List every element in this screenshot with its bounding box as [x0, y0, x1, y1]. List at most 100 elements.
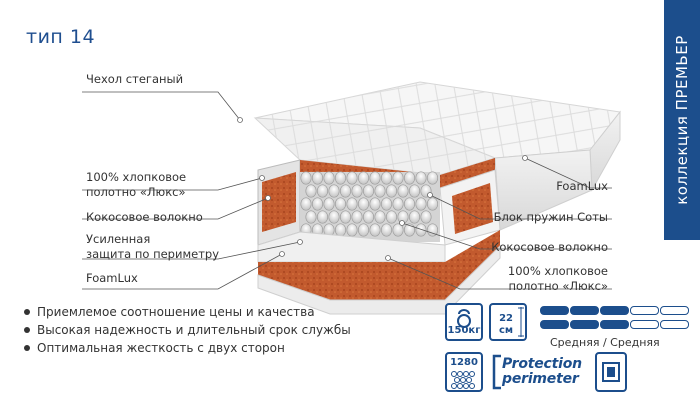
- spring-coil: [380, 197, 392, 211]
- list-item: Приемлемое соотношение цены и качества: [24, 303, 351, 321]
- spring-coil: [316, 184, 328, 198]
- label-foamlux-right: FoamLux: [556, 179, 608, 193]
- spring-coil: [403, 223, 415, 237]
- spring-coil: [369, 197, 381, 211]
- spring-coil: [339, 210, 351, 224]
- spring-coil: [328, 210, 340, 224]
- spring-coil: [339, 184, 351, 198]
- stiffness-cell: [600, 320, 629, 329]
- spring-coil: [369, 171, 381, 185]
- double-sided-mattress-icon: [602, 362, 620, 382]
- label-perimeter-protection: Усиленная защита по периметру: [86, 232, 220, 261]
- leader-dots: [237, 117, 528, 261]
- spring-coil: [408, 210, 420, 224]
- spring-coil: [311, 171, 323, 185]
- spring-coil: [323, 197, 335, 211]
- stiffness-cell: [570, 320, 599, 329]
- spring-block: [300, 171, 438, 237]
- list-item: Оптимальная жесткость с двух сторон: [24, 339, 351, 357]
- spring-coil: [351, 184, 363, 198]
- leader-lines: [82, 91, 612, 290]
- spring-coil: [426, 171, 438, 185]
- label-cotton-top: 100% хлопковое полотно «Люкс»: [86, 170, 187, 199]
- ruler-icon: [518, 307, 524, 337]
- spring-coil: [300, 171, 312, 185]
- spring-coil: [316, 210, 328, 224]
- label-cotton-bottom: 100% хлопковое полотно «Люкс»: [507, 264, 608, 293]
- spring-coil: [357, 171, 369, 185]
- spring-coil: [426, 197, 438, 211]
- spring-coil: [380, 171, 392, 185]
- height-value: 22 см: [499, 313, 514, 336]
- perimeter-bracket-icon: [492, 354, 501, 390]
- spring-coil: [420, 210, 432, 224]
- protection-line-2: perimeter: [502, 371, 579, 387]
- spring-coil: [426, 223, 438, 237]
- collection-band: коллекция ПРЕМЬЕР: [664, 0, 700, 240]
- stiffness-cell: [540, 320, 569, 329]
- stiffness-cell: [540, 306, 569, 315]
- spring-coil: [346, 223, 358, 237]
- stiffness-cell: [570, 306, 599, 315]
- cover-bottom: [257, 244, 501, 315]
- spring-coil: [374, 184, 386, 198]
- spring-coil: [415, 171, 427, 185]
- spring-coil: [334, 223, 346, 237]
- page-title: тип 14: [26, 26, 96, 48]
- spring-coil: [362, 210, 374, 224]
- springs-grid-icon: [451, 371, 475, 389]
- label-foamlux-left: FoamLux: [86, 271, 138, 285]
- stiffness-cell: [630, 306, 659, 315]
- spring-coil: [357, 223, 369, 237]
- spring-coil: [369, 223, 381, 237]
- spring-count-value: 1280: [450, 357, 478, 368]
- spring-coil: [346, 171, 358, 185]
- stiffness-cell: [600, 306, 629, 315]
- stiffness-cell: [660, 306, 689, 315]
- spring-coil: [300, 197, 312, 211]
- spring-coil: [403, 171, 415, 185]
- spring-coil: [415, 223, 427, 237]
- spring-coil: [415, 197, 427, 211]
- spring-coil: [392, 223, 404, 237]
- spring-coil: [392, 171, 404, 185]
- spring-count-icon: 1280: [445, 352, 483, 392]
- weight-icon: 150кг: [445, 303, 483, 341]
- spring-coil: [374, 210, 386, 224]
- coconut-bottom: [258, 230, 500, 300]
- spring-coil: [385, 210, 397, 224]
- label-coconut-left: Кокосовое волокно: [86, 210, 203, 224]
- spring-coil: [403, 197, 415, 211]
- stiffness-cell: [630, 320, 659, 329]
- spring-coil: [305, 210, 317, 224]
- height-ruler-icon: 22 см: [489, 303, 527, 341]
- stiffness-label: Средняя / Средняя: [550, 336, 660, 349]
- list-item: Высокая надежность и длительный срок слу…: [24, 321, 351, 339]
- spring-coil: [397, 184, 409, 198]
- spring-coil: [408, 184, 420, 198]
- label-spring-block: Блок пружин Соты: [493, 210, 608, 224]
- spring-coil: [351, 210, 363, 224]
- label-quilted-cover: Чехол стеганый: [86, 72, 184, 86]
- feature-list: Приемлемое соотношение цены и качества В…: [24, 303, 351, 357]
- kettlebell-icon: [457, 309, 471, 328]
- spring-coil: [305, 184, 317, 198]
- cover-top: [253, 81, 621, 176]
- spring-coil: [334, 197, 346, 211]
- protection-perimeter-label: Protection perimeter: [502, 357, 582, 387]
- stiffness-cell: [660, 320, 689, 329]
- double-sided-icon: [595, 352, 627, 392]
- protection-perimeter-icon: [491, 352, 584, 392]
- max-weight-value: 150кг: [447, 325, 481, 336]
- spring-coil: [380, 223, 392, 237]
- spring-coil: [346, 197, 358, 211]
- spring-coil: [357, 197, 369, 211]
- spring-coil: [392, 197, 404, 211]
- protection-line-1: Protection: [502, 356, 582, 372]
- spring-coil: [362, 184, 374, 198]
- spring-coil: [385, 184, 397, 198]
- spring-coil: [323, 171, 335, 185]
- label-coconut-right: Кокосовое волокно: [491, 240, 608, 254]
- spring-coil: [311, 197, 323, 211]
